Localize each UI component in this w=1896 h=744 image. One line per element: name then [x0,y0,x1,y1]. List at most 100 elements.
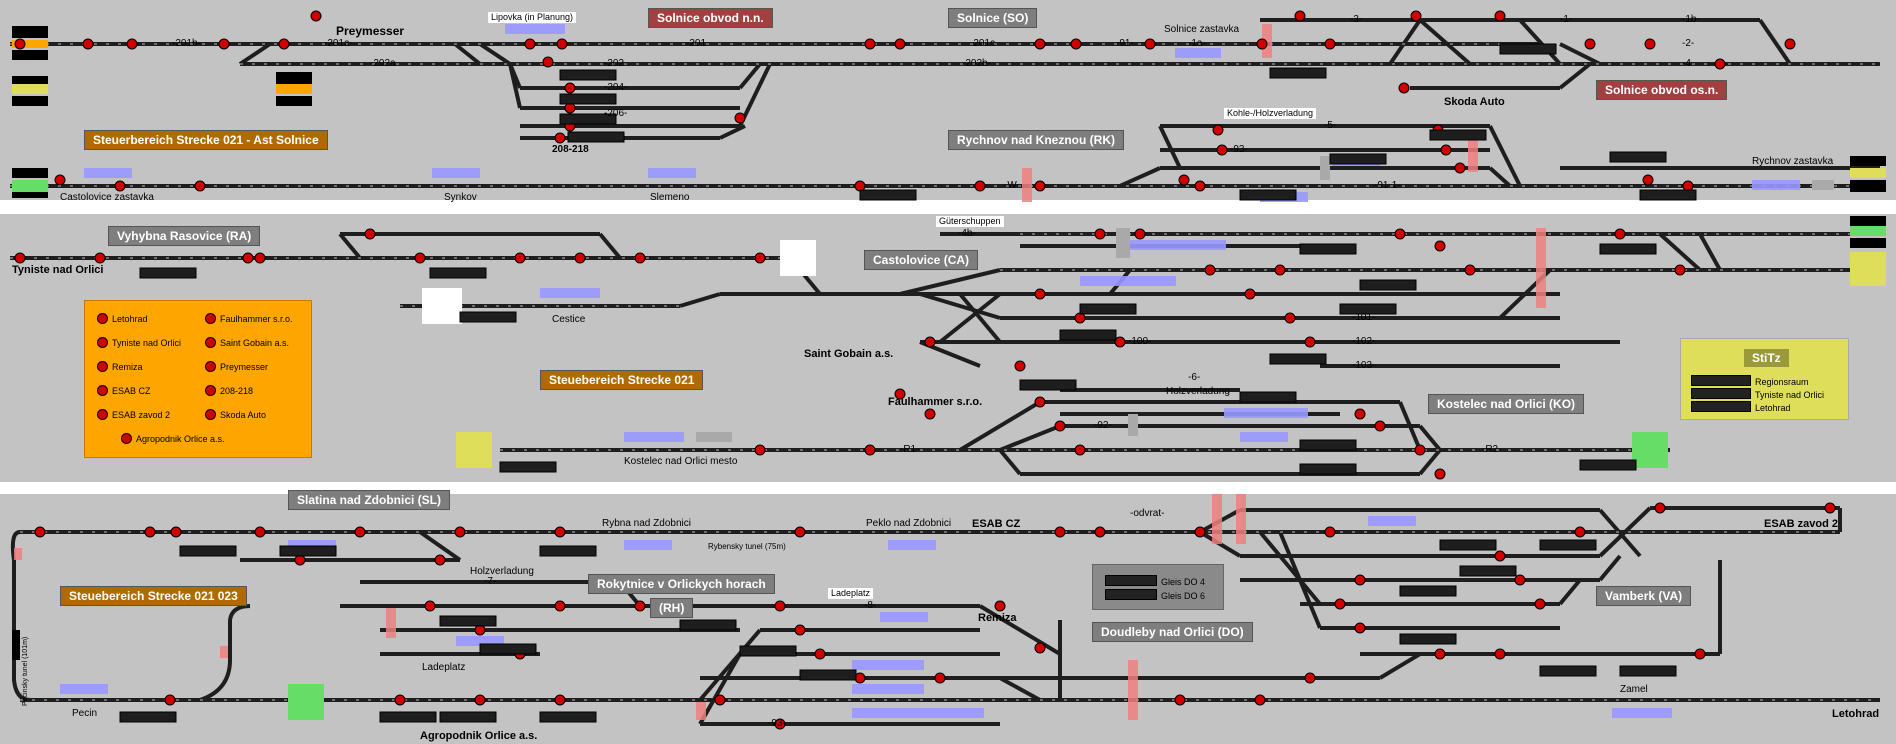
gleis-row[interactable]: Gleis DO 6 [1105,589,1205,601]
signal-icon[interactable] [126,38,138,50]
signal-icon[interactable] [1414,444,1426,456]
signal-icon[interactable] [754,252,766,264]
signal-icon[interactable] [1114,336,1126,348]
signal-icon[interactable] [278,38,290,50]
signal-icon[interactable] [1304,672,1316,684]
gleis-row[interactable]: Gleis DO 4 [1105,575,1205,587]
signal-icon[interactable] [1494,10,1506,22]
signal-icon[interactable] [114,180,126,192]
signal-icon[interactable] [434,554,446,566]
signal-icon[interactable] [556,38,568,50]
signal-icon[interactable] [1354,408,1366,420]
signal-icon[interactable] [1256,38,1268,50]
legend-item[interactable]: ESAB zavod 2 [97,409,170,420]
signal-icon[interactable] [894,38,906,50]
signal-icon[interactable] [814,648,826,660]
stitz-row[interactable]: Letohrad [1691,401,1791,413]
signal-icon[interactable] [1070,38,1082,50]
signal-icon[interactable] [310,10,322,22]
signal-icon[interactable] [1284,312,1296,324]
signal-icon[interactable] [1534,598,1546,610]
signal-icon[interactable] [1464,264,1476,276]
signal-icon[interactable] [1784,38,1796,50]
legend-item[interactable]: Skoda Auto [205,409,266,420]
signal-icon[interactable] [1094,228,1106,240]
solnice-so-box[interactable]: Solnice (SO) [948,8,1038,28]
signal-icon[interactable] [1584,38,1596,50]
signal-icon[interactable] [1394,228,1406,240]
signal-icon[interactable] [1054,420,1066,432]
signal-icon[interactable] [194,180,206,192]
signal-icon[interactable] [364,228,376,240]
signal-icon[interactable] [934,672,946,684]
signal-icon[interactable] [14,38,26,50]
signal-icon[interactable] [794,624,806,636]
signal-icon[interactable] [1034,180,1046,192]
slatina-box[interactable]: Slatina nad Zdobnici (SL) [288,490,450,510]
signal-icon[interactable] [394,694,406,706]
signal-icon[interactable] [1694,648,1706,660]
signal-icon[interactable] [542,56,554,68]
solnice-osn-box[interactable]: Solnice obvod os.n. [1596,80,1728,100]
signal-icon[interactable] [1434,240,1446,252]
signal-icon[interactable] [1212,124,1224,136]
signal-icon[interactable] [1354,574,1366,586]
signal-icon[interactable] [1254,694,1266,706]
signal-icon[interactable] [1334,598,1346,610]
legend-item[interactable]: ESAB CZ [97,385,151,396]
signal-icon[interactable] [164,694,176,706]
signal-icon[interactable] [994,600,1006,612]
signal-icon[interactable] [1294,10,1306,22]
signal-icon[interactable] [1034,38,1046,50]
signal-icon[interactable] [524,38,536,50]
signal-icon[interactable] [218,38,230,50]
signal-icon[interactable] [1494,648,1506,660]
rh-box[interactable]: (RH) [650,598,694,618]
signal-icon[interactable] [1824,502,1836,514]
signal-icon[interactable] [1074,444,1086,456]
signal-icon[interactable] [1674,264,1686,276]
signal-icon[interactable] [554,694,566,706]
signal-icon[interactable] [1054,526,1066,538]
signal-icon[interactable] [974,180,986,192]
signal-icon[interactable] [14,252,26,264]
signal-icon[interactable] [1440,144,1452,156]
signal-icon[interactable] [1034,642,1046,654]
signal-icon[interactable] [634,252,646,264]
signal-icon[interactable] [924,408,936,420]
stitz-row[interactable]: Tyniste nad Orlici [1691,388,1824,400]
signal-icon[interactable] [254,526,266,538]
signal-icon[interactable] [1134,228,1146,240]
signal-icon[interactable] [170,526,182,538]
signal-icon[interactable] [894,388,906,400]
signal-icon[interactable] [774,600,786,612]
solnice-nn-box[interactable]: Solnice obvod n.n. [648,8,773,28]
steuer021-box[interactable]: Steuebereich Strecke 021 [540,370,704,390]
signal-icon[interactable] [1714,58,1726,70]
castolovice-ca-box[interactable]: Castolovice (CA) [864,250,979,270]
signal-icon[interactable] [1144,38,1156,50]
doudleby-box[interactable]: Doudleby nad Orlici (DO) [1092,622,1253,642]
signal-icon[interactable] [564,82,576,94]
rychnov-rk-box[interactable]: Rychnov nad Kneznou (RK) [948,130,1124,150]
signal-icon[interactable] [1434,468,1446,480]
signal-icon[interactable] [554,132,566,144]
signal-icon[interactable] [754,444,766,456]
signal-icon[interactable] [774,718,786,730]
legend-item[interactable]: 208-218 [205,385,253,396]
signal-icon[interactable] [454,526,466,538]
signal-icon[interactable] [1094,526,1106,538]
signal-icon[interactable] [54,174,66,186]
signal-icon[interactable] [1514,574,1526,586]
signal-icon[interactable] [1654,502,1666,514]
steuer021023-box[interactable]: Steuebereich Strecke 021 023 [60,586,247,606]
signal-icon[interactable] [144,526,156,538]
signal-icon[interactable] [1034,288,1046,300]
signal-icon[interactable] [924,336,936,348]
signal-icon[interactable] [242,252,254,264]
signal-icon[interactable] [1304,336,1316,348]
signal-icon[interactable] [474,694,486,706]
signal-icon[interactable] [1324,38,1336,50]
signal-icon[interactable] [1410,10,1422,22]
legend-item[interactable]: Faulhammer s.r.o. [205,313,293,324]
